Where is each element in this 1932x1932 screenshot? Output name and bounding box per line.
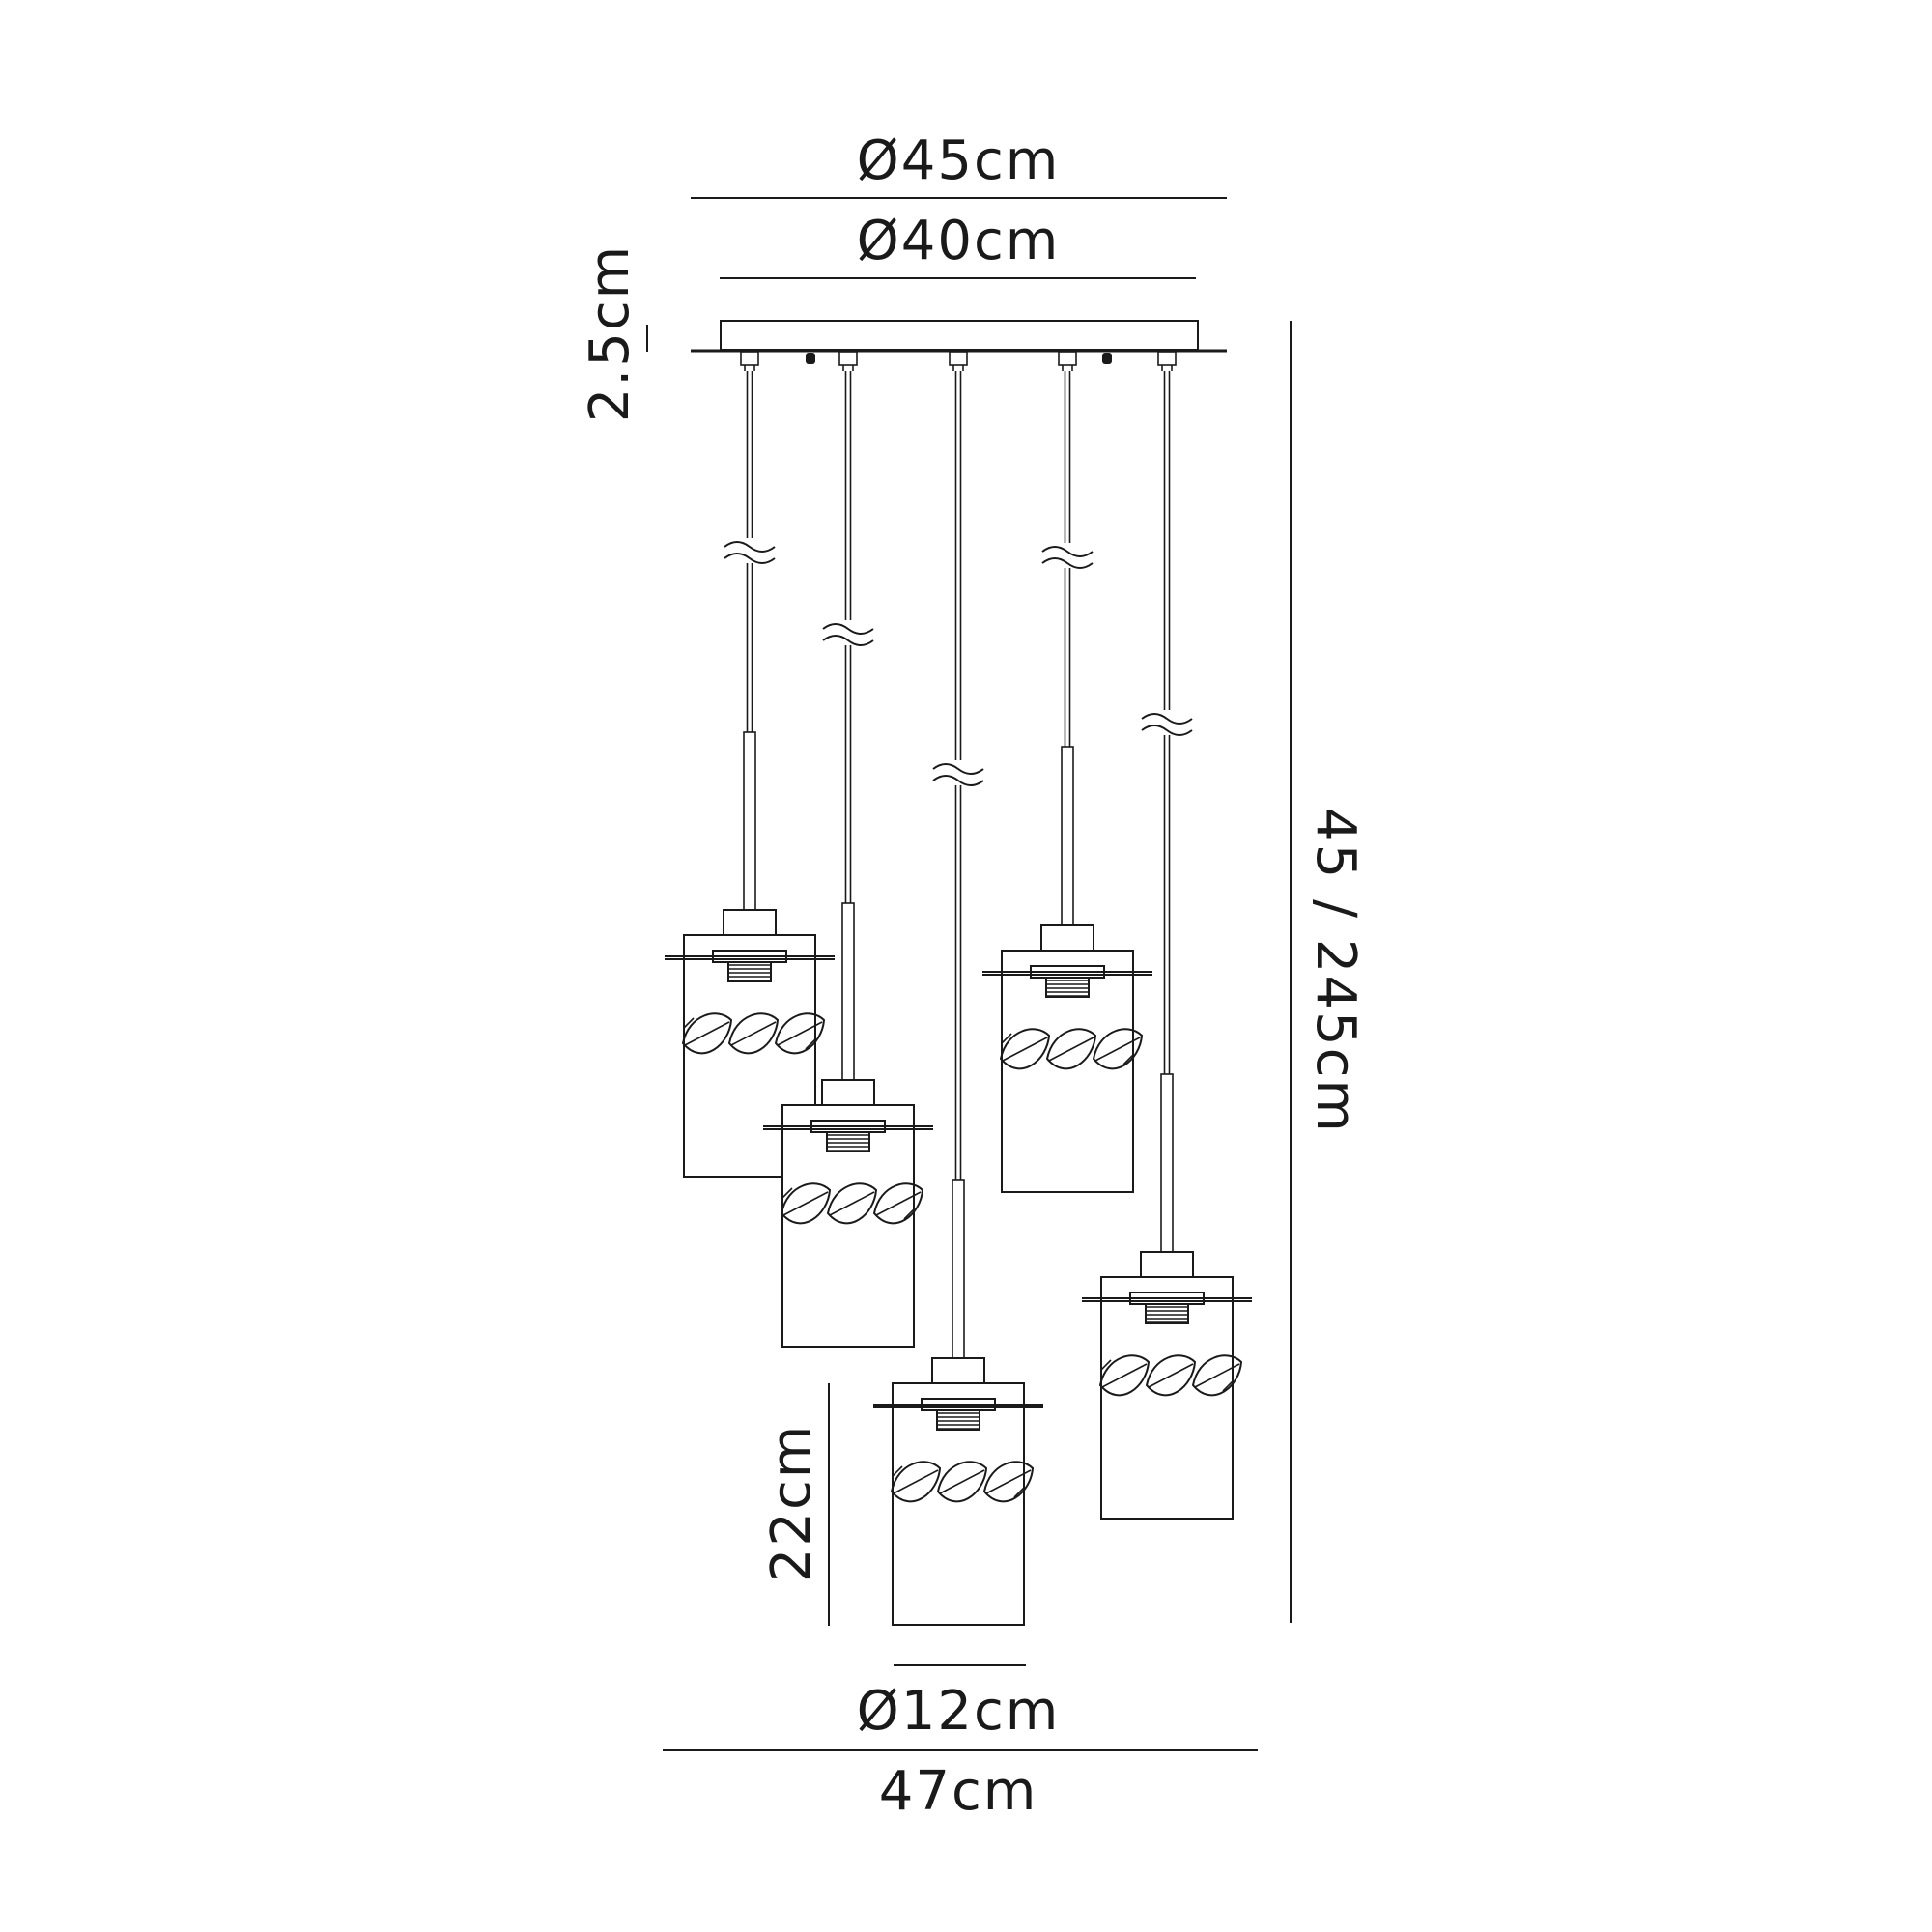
canopy-inner-dimension: Ø40cm (720, 210, 1196, 279)
shade-leaf-pattern (890, 1461, 1035, 1503)
pendant-5 (1082, 351, 1252, 1520)
canopy-plate (691, 320, 1227, 364)
canopy-height-dimension: 2.5cm (579, 244, 648, 422)
canopy-outer-dimension: Ø45cm (691, 129, 1227, 199)
shade-leaf-pattern (681, 1012, 826, 1055)
overall-width-dimension: 47cm (663, 1749, 1258, 1823)
cable-break-mark (724, 538, 776, 564)
shade-height-label: 22cm (760, 1424, 823, 1583)
cable-break-mark (932, 760, 984, 786)
cable-break-mark (1141, 710, 1193, 736)
cable-break-mark (822, 620, 874, 646)
shade-diameter-label: Ø12cm (857, 1680, 1061, 1743)
pendants-group (665, 351, 1252, 1626)
shade-diameter-dimension: Ø12cm (857, 1664, 1061, 1743)
total-height-dimension: 45 / 245cm (1290, 321, 1367, 1623)
shade-leaf-pattern (1098, 1354, 1243, 1397)
shade-height-dimension: 22cm (760, 1383, 830, 1626)
canopy-height-label: 2.5cm (579, 244, 641, 422)
pendant-3 (873, 351, 1043, 1626)
total-height-label: 45 / 245cm (1304, 808, 1367, 1134)
shade-leaf-pattern (999, 1028, 1144, 1070)
pendant-4 (982, 351, 1152, 1193)
cable-break-mark (1041, 543, 1094, 569)
pendant-2 (763, 351, 933, 1348)
canopy-outer-label: Ø45cm (857, 129, 1061, 192)
canopy-inner-label: Ø40cm (857, 210, 1061, 272)
pendant-1 (665, 351, 835, 1178)
overall-width-label: 47cm (879, 1760, 1038, 1823)
shade-leaf-pattern (780, 1182, 924, 1225)
